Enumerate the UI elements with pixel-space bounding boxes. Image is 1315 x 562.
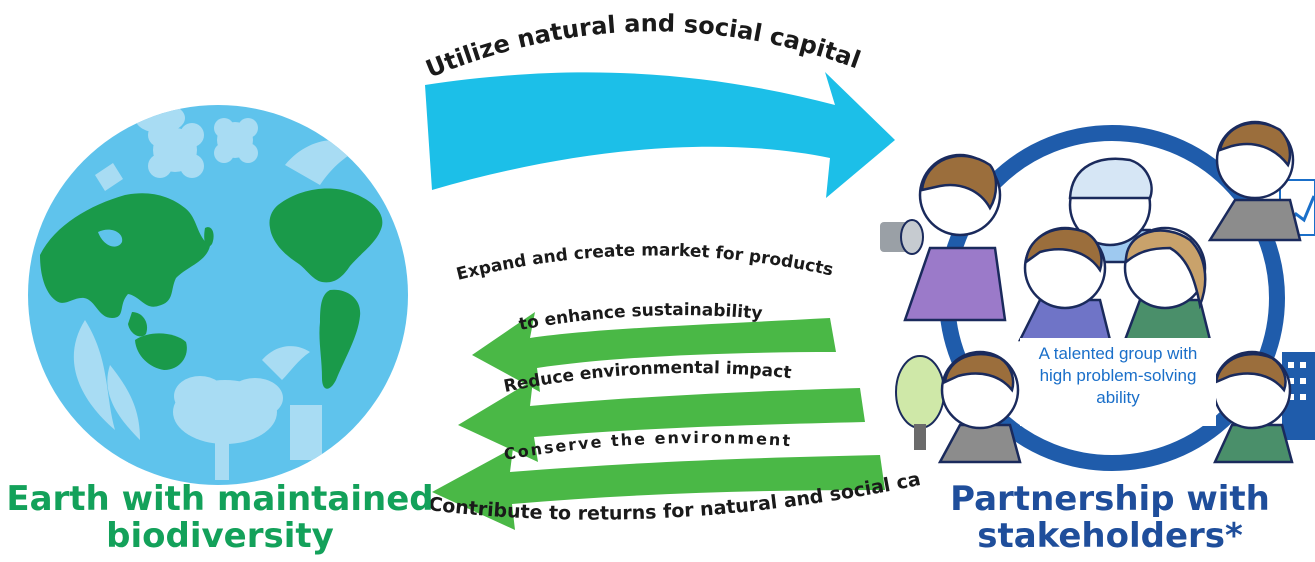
partnership-caption-line: stakeholders*: [977, 515, 1243, 556]
group-caption-line: A talented group with: [1038, 344, 1198, 363]
person-center-right: [1123, 226, 1212, 342]
return-arrows: [432, 312, 885, 530]
butterfly-icon: [95, 163, 123, 191]
group-caption-line: ability: [1096, 388, 1140, 408]
person-chart: [1207, 120, 1302, 242]
utilize-label: Utilize natural and social capital: [422, 9, 864, 83]
partnership-caption: Partnership with stakeholders*: [905, 481, 1315, 554]
north-america-land: [269, 188, 383, 283]
market-arrow: [472, 312, 836, 392]
talented-group-caption: A talented group with high problem-solvi…: [1018, 343, 1218, 409]
person-binoculars: [903, 153, 1007, 322]
utilize-arrow-body: [425, 72, 895, 198]
waterfall-icon: [73, 320, 115, 430]
conserve-arrow: [432, 448, 885, 530]
earth-caption: Earth with maintained biodiversity: [0, 481, 440, 554]
person-center-left: [1017, 226, 1112, 342]
building-icon: [290, 405, 322, 460]
partnership-caption-line: Partnership with: [950, 479, 1270, 519]
eurasia-land: [40, 193, 210, 318]
tree-icon: [895, 355, 945, 450]
reduce-impact-arrow: [458, 380, 865, 462]
expand-market-label: Expand and create market for products: [454, 240, 835, 284]
people: [903, 120, 1302, 464]
person-tree: [937, 350, 1022, 464]
binoculars-icon: [880, 219, 924, 255]
group-caption-line: high problem-solving: [1039, 366, 1197, 386]
group-caption-panel: [1020, 338, 1216, 426]
earth-caption-line: biodiversity: [106, 515, 334, 556]
southeast-asia-land: [128, 312, 148, 337]
partnership-group: [880, 120, 1315, 471]
utilize-capital-arrow: [425, 72, 895, 198]
japan-land: [204, 227, 214, 247]
south-america-land: [319, 289, 361, 389]
continents: [40, 188, 383, 389]
earth-globe: [28, 105, 408, 485]
dolphin-icon: [285, 140, 360, 185]
person-building: [1212, 350, 1294, 464]
earth-caption-line: Earth with maintained: [6, 479, 434, 519]
australia-land: [135, 333, 187, 370]
earth-silhouettes: [73, 105, 360, 480]
bird-icon: [262, 346, 310, 380]
